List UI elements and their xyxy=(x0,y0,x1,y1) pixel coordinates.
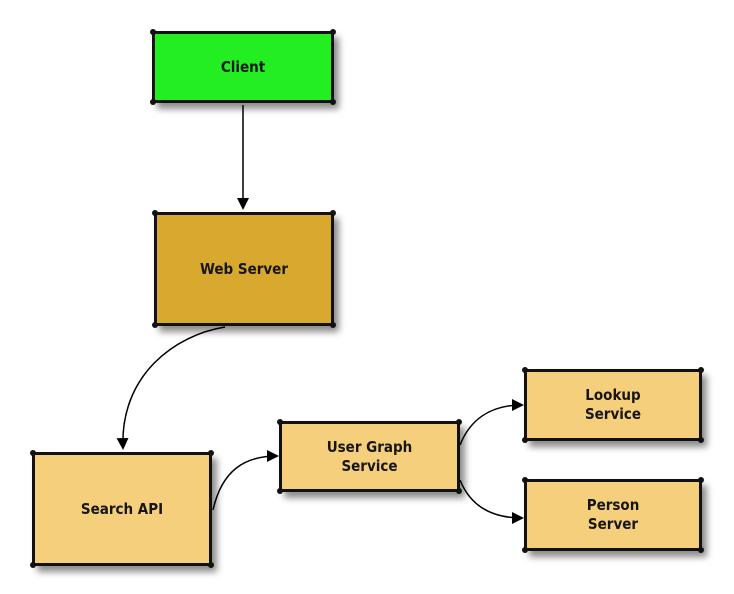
corner-dot xyxy=(456,488,462,494)
edge-user-graph-to-lookup xyxy=(459,399,524,446)
corner-dot xyxy=(152,322,158,328)
lookup-service-label: Lookup Service xyxy=(584,386,642,423)
corner-dot xyxy=(522,547,528,553)
edge-user-graph-to-person xyxy=(459,479,524,524)
corner-dot xyxy=(30,562,36,568)
client-node: Client xyxy=(150,29,336,105)
corner-dot xyxy=(330,322,336,328)
corner-dot xyxy=(698,477,704,483)
corner-dot xyxy=(150,99,156,105)
client-label: Client xyxy=(220,57,266,76)
corner-dot xyxy=(330,99,336,105)
corner-dot xyxy=(30,450,36,456)
corner-dot xyxy=(277,419,283,425)
web-server-node: Web Server xyxy=(152,210,336,328)
corner-dot xyxy=(152,210,158,216)
person-server-label: Person Server xyxy=(586,496,640,533)
corner-dot xyxy=(208,562,214,568)
corner-dot xyxy=(330,210,336,216)
corner-dot xyxy=(698,367,704,373)
corner-dot xyxy=(522,367,528,373)
edge-web-server-to-search-api xyxy=(116,326,226,450)
search-api-node: Search API xyxy=(30,450,214,568)
user-graph-service-label: User Graph Service xyxy=(326,437,413,475)
corner-dot xyxy=(522,477,528,483)
corner-dot xyxy=(522,437,528,443)
corner-dot xyxy=(150,29,156,35)
edge-search-api-to-user-graph xyxy=(212,450,279,511)
corner-dot xyxy=(277,488,283,494)
corner-dot xyxy=(698,547,704,553)
lookup-service-node: Lookup Service xyxy=(522,367,704,443)
person-server-node: Person Server xyxy=(522,477,704,553)
search-api-label: Search API xyxy=(80,499,164,518)
corner-dot xyxy=(456,419,462,425)
web-server-label: Web Server xyxy=(199,259,288,278)
corner-dot xyxy=(208,450,214,456)
corner-dot xyxy=(330,29,336,35)
corner-dot xyxy=(698,437,704,443)
user-graph-service-node: User Graph Service xyxy=(277,419,462,494)
